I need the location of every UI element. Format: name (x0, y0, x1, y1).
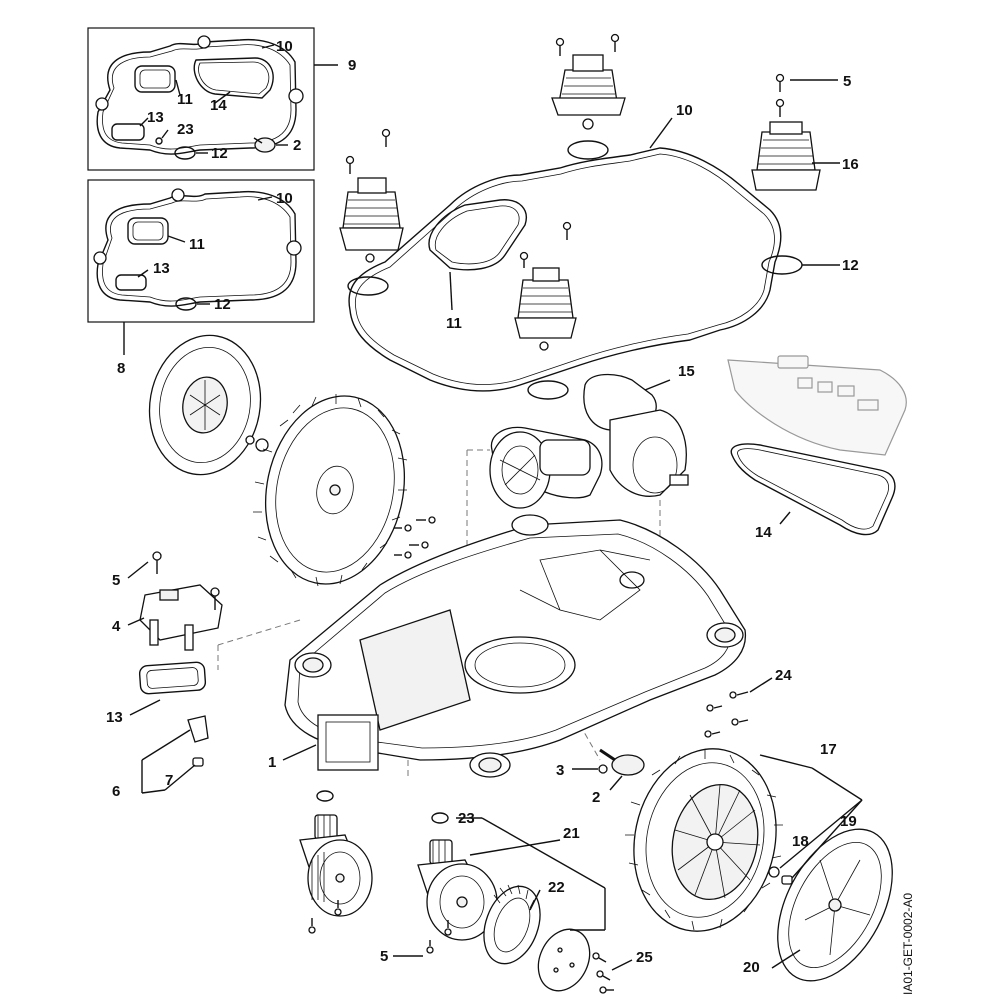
part-3 (598, 764, 608, 774)
label-4: 4 (112, 618, 121, 635)
kit-box-8: 10 11 13 12 8 (87, 179, 315, 377)
label-box8-10: 10 (276, 190, 293, 207)
label-top-10: 10 (676, 102, 693, 119)
seal-11-main (428, 199, 527, 271)
hub-cover-20 (777, 828, 893, 982)
screws-25 (592, 952, 614, 994)
label-box8-12: 12 (214, 296, 231, 313)
label-5-bottom: 5 (380, 948, 388, 965)
kit-box-9: 10 11 14 13 23 2 12 9 (87, 27, 356, 171)
label-1: 1 (268, 754, 276, 771)
bracket-4 (139, 584, 223, 651)
base-housing-1 (284, 514, 747, 778)
label-box9-10: 10 (276, 38, 293, 55)
label-15: 15 (678, 363, 695, 380)
seal-13-kit9 (111, 123, 145, 141)
label-box9-13: 13 (147, 109, 164, 126)
oring-23-kit9 (155, 137, 163, 145)
seal-11-kit8 (127, 217, 169, 245)
caster-right-21 (417, 812, 498, 941)
label-5-left: 5 (112, 572, 120, 589)
label-14: 14 (755, 524, 772, 541)
oring-12-kit9 (174, 146, 196, 160)
label-6: 6 (112, 783, 120, 800)
caster-left (299, 790, 373, 934)
label-box9-12: 12 (211, 145, 228, 162)
main-gasket-10 (347, 140, 803, 400)
label-box9-23: 23 (177, 121, 194, 138)
tyre-22 (483, 884, 541, 965)
screws-24 (704, 691, 749, 738)
label-7: 7 (165, 772, 173, 789)
label-box9-11: 11 (177, 91, 193, 108)
pin-7 (192, 757, 204, 767)
seal-14-kit9 (193, 57, 274, 99)
cap-25 (537, 928, 591, 992)
label-23: 23 (458, 810, 475, 827)
screw-19 (781, 875, 793, 885)
oring-12-a (567, 140, 609, 160)
label-top-12: 12 (842, 257, 859, 274)
seal-13-kit8 (115, 274, 147, 291)
label-22: 22 (548, 879, 565, 896)
oring-23 (431, 812, 449, 824)
label-top-16: 16 (842, 156, 859, 173)
seal-13 (138, 661, 207, 695)
seal-11-kit9 (134, 65, 176, 93)
control-panel (727, 355, 907, 456)
motor-16-a (551, 33, 626, 130)
wheel-left (253, 394, 408, 587)
label-top-5: 5 (843, 73, 851, 90)
label-top-11: 11 (446, 315, 462, 332)
clip-6 (187, 715, 209, 743)
motor-16-b (751, 73, 821, 191)
oring-12-b (761, 255, 803, 275)
seal-14-main (730, 443, 896, 536)
label-19: 19 (840, 813, 857, 830)
label-box9-14: 14 (210, 97, 227, 114)
label-box8-13: 13 (153, 260, 170, 277)
label-box9-9: 9 (348, 57, 356, 74)
motor-16-d (514, 221, 577, 351)
label-3: 3 (556, 762, 564, 779)
part-2 (599, 748, 645, 776)
label-20: 20 (743, 959, 760, 976)
label-18: 18 (792, 833, 809, 850)
drive-motor-15-left (489, 426, 603, 509)
seal-10-kit8 (96, 190, 297, 307)
washer-18 (768, 866, 780, 878)
label-21: 21 (563, 825, 580, 842)
drawing-code: IA01-GET-0002-A0 (901, 893, 915, 995)
oring-12-c (347, 276, 389, 296)
motor-16-c (339, 128, 404, 263)
label-box9-2: 2 (293, 137, 301, 154)
label-2: 2 (592, 789, 600, 806)
label-13: 13 (106, 709, 123, 726)
wheel-hub-cover-left (148, 334, 269, 476)
label-25: 25 (636, 949, 653, 966)
drive-motor-15-right (583, 373, 689, 497)
label-24: 24 (775, 667, 792, 684)
label-box8-11: 11 (189, 236, 205, 253)
oring-12-d (527, 380, 569, 400)
oring-12-kit8 (175, 297, 197, 311)
label-box8-8: 8 (117, 360, 125, 377)
wheel-right-17 (625, 748, 783, 932)
label-17: 17 (820, 741, 837, 758)
seal-10-kit9 (96, 38, 297, 155)
